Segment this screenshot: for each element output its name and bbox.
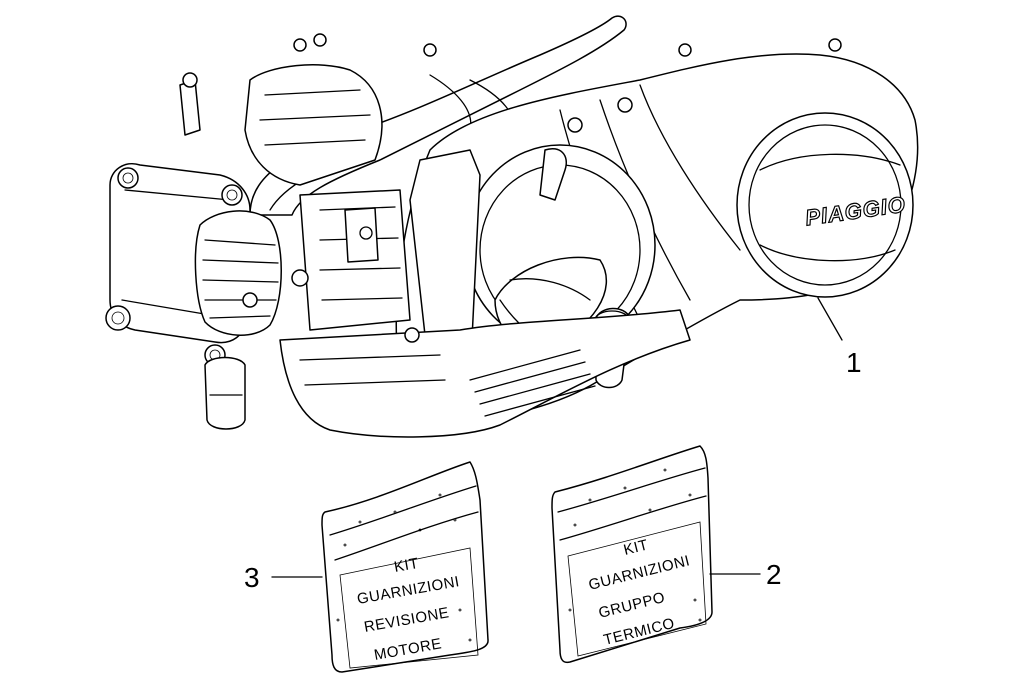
drive-cover: PIAGGIO (736, 112, 914, 298)
gasket-kit-bag-overhaul: KIT GUARNIZIONI REVISIONE MOTORE (321, 461, 489, 673)
callout-number-1: 1 (846, 347, 862, 378)
bag-right-line-1: KIT (622, 536, 650, 559)
callout-3: 3 (244, 562, 323, 593)
bag-left-line-1: KIT (393, 555, 420, 576)
mounting-bolts (242, 33, 842, 343)
callout-number-2: 2 (766, 559, 782, 590)
callout-2: 2 (709, 559, 782, 590)
callout-number-3: 3 (244, 562, 260, 593)
bag-texture (568, 468, 702, 622)
gasket-kit-bag-cylinder: KIT GUARNIZIONI GRUPPO TERMICO (551, 445, 713, 664)
callout-1: 1 (817, 297, 862, 378)
bag-texture (336, 493, 472, 642)
engine-assembly: PIAGGIO (105, 15, 919, 438)
